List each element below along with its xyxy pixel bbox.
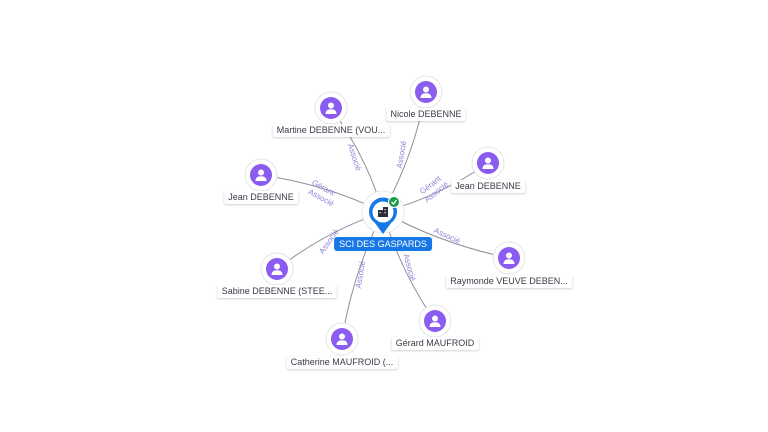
person-icon: [271, 263, 283, 275]
person-node-martine-debenne[interactable]: [314, 91, 348, 125]
person-icon: [325, 102, 337, 114]
person-icon: [503, 252, 515, 264]
nodes-layer: [244, 75, 526, 356]
person-name-label[interactable]: Jean DEBENNE: [224, 191, 298, 204]
person-name-label[interactable]: Sabine DEBENNE (STEE...: [217, 285, 337, 298]
person-icon: [336, 333, 348, 345]
company-name-label[interactable]: SCI DES GASPARDS: [334, 237, 432, 251]
person-name-label[interactable]: Gérard MAUFROID: [391, 337, 479, 350]
edge-role-label: Associé: [346, 143, 363, 173]
person-node-raymonde-veuve[interactable]: [492, 241, 526, 275]
edge-role-label: Associé: [432, 226, 462, 246]
person-name-label[interactable]: Raymonde VEUVE DEBEN...: [446, 275, 572, 288]
person-icon: [255, 169, 267, 181]
person-node-jean-debenne-left[interactable]: [244, 158, 278, 192]
edge-role-label: Associé: [354, 259, 368, 289]
check-badge-icon: [388, 196, 400, 208]
person-node-nicole-debenne[interactable]: [409, 75, 443, 109]
person-node-catherine-maufroid[interactable]: [325, 322, 359, 356]
person-name-label[interactable]: Jean DEBENNE: [451, 180, 525, 193]
person-node-sabine-debenne[interactable]: [260, 252, 294, 286]
person-name-label[interactable]: Martine DEBENNE (VOU...: [272, 124, 390, 137]
person-name-label[interactable]: Nicole DEBENNE: [386, 108, 466, 121]
person-icon: [429, 315, 441, 327]
edge-role-label: Associé: [395, 139, 409, 169]
person-name-label[interactable]: Catherine MAUFROID (...: [286, 356, 398, 369]
center-node[interactable]: [361, 190, 405, 234]
person-node-gerard-maufroid[interactable]: [418, 304, 452, 338]
person-icon: [420, 86, 432, 98]
building-icon: [378, 207, 388, 217]
person-icon: [482, 157, 494, 169]
person-node-jean-debenne-right[interactable]: [471, 146, 505, 180]
